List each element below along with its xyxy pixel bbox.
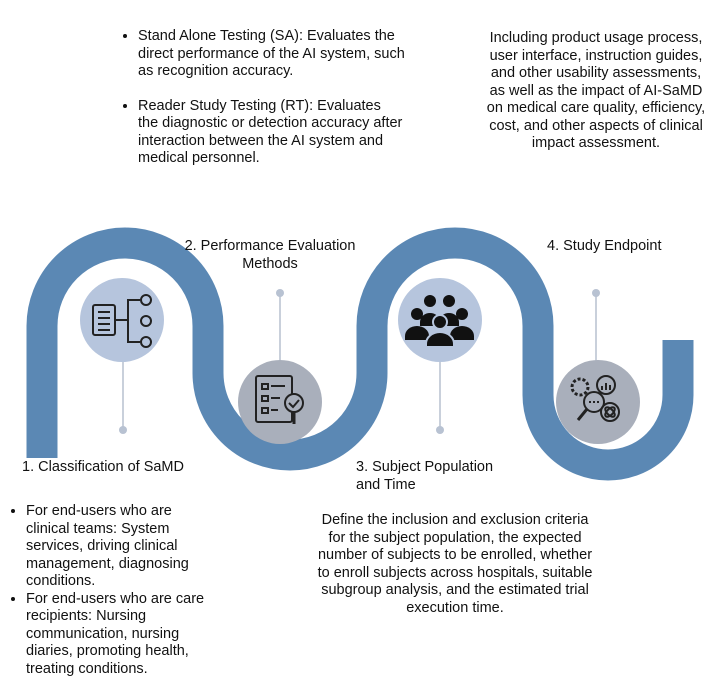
bullet-item: For end-users who are clinical teams: Sy… [26, 503, 218, 591]
study-endpoint-description: Including product usage process, user in… [486, 30, 706, 151]
wave-band [26, 227, 694, 481]
connector-dot [436, 426, 444, 434]
bullet-item: For end-users who are care recipients: N… [26, 591, 218, 679]
connector-dot [119, 426, 127, 434]
step-title-2: 2. Performance Evaluation Methods [184, 238, 356, 272]
connector-dot [592, 289, 600, 297]
subject-population-description: Define the inclusion and exclusion crite… [317, 512, 593, 616]
bullet-item: Stand Alone Testing (SA): Evaluates the … [138, 28, 405, 81]
analytics-gear-icon [570, 375, 620, 422]
people-group-icon [405, 295, 474, 348]
step-title-4: 4. Study Endpoint [547, 238, 662, 254]
performance-methods-list: Stand Alone Testing (SA): Evaluates the … [120, 28, 405, 168]
hierarchy-list-icon [92, 294, 152, 348]
checklist-magnifier-icon [255, 375, 304, 424]
step-title-1: 1. Classification of SaMD [22, 459, 184, 475]
connector-dot [276, 289, 284, 297]
step-title-3: 3. Subject Population and Time [356, 459, 494, 493]
bullet-item: Reader Study Testing (RT): Evaluates the… [138, 98, 405, 168]
classification-list: For end-users who are clinical teams: Sy… [8, 503, 218, 678]
